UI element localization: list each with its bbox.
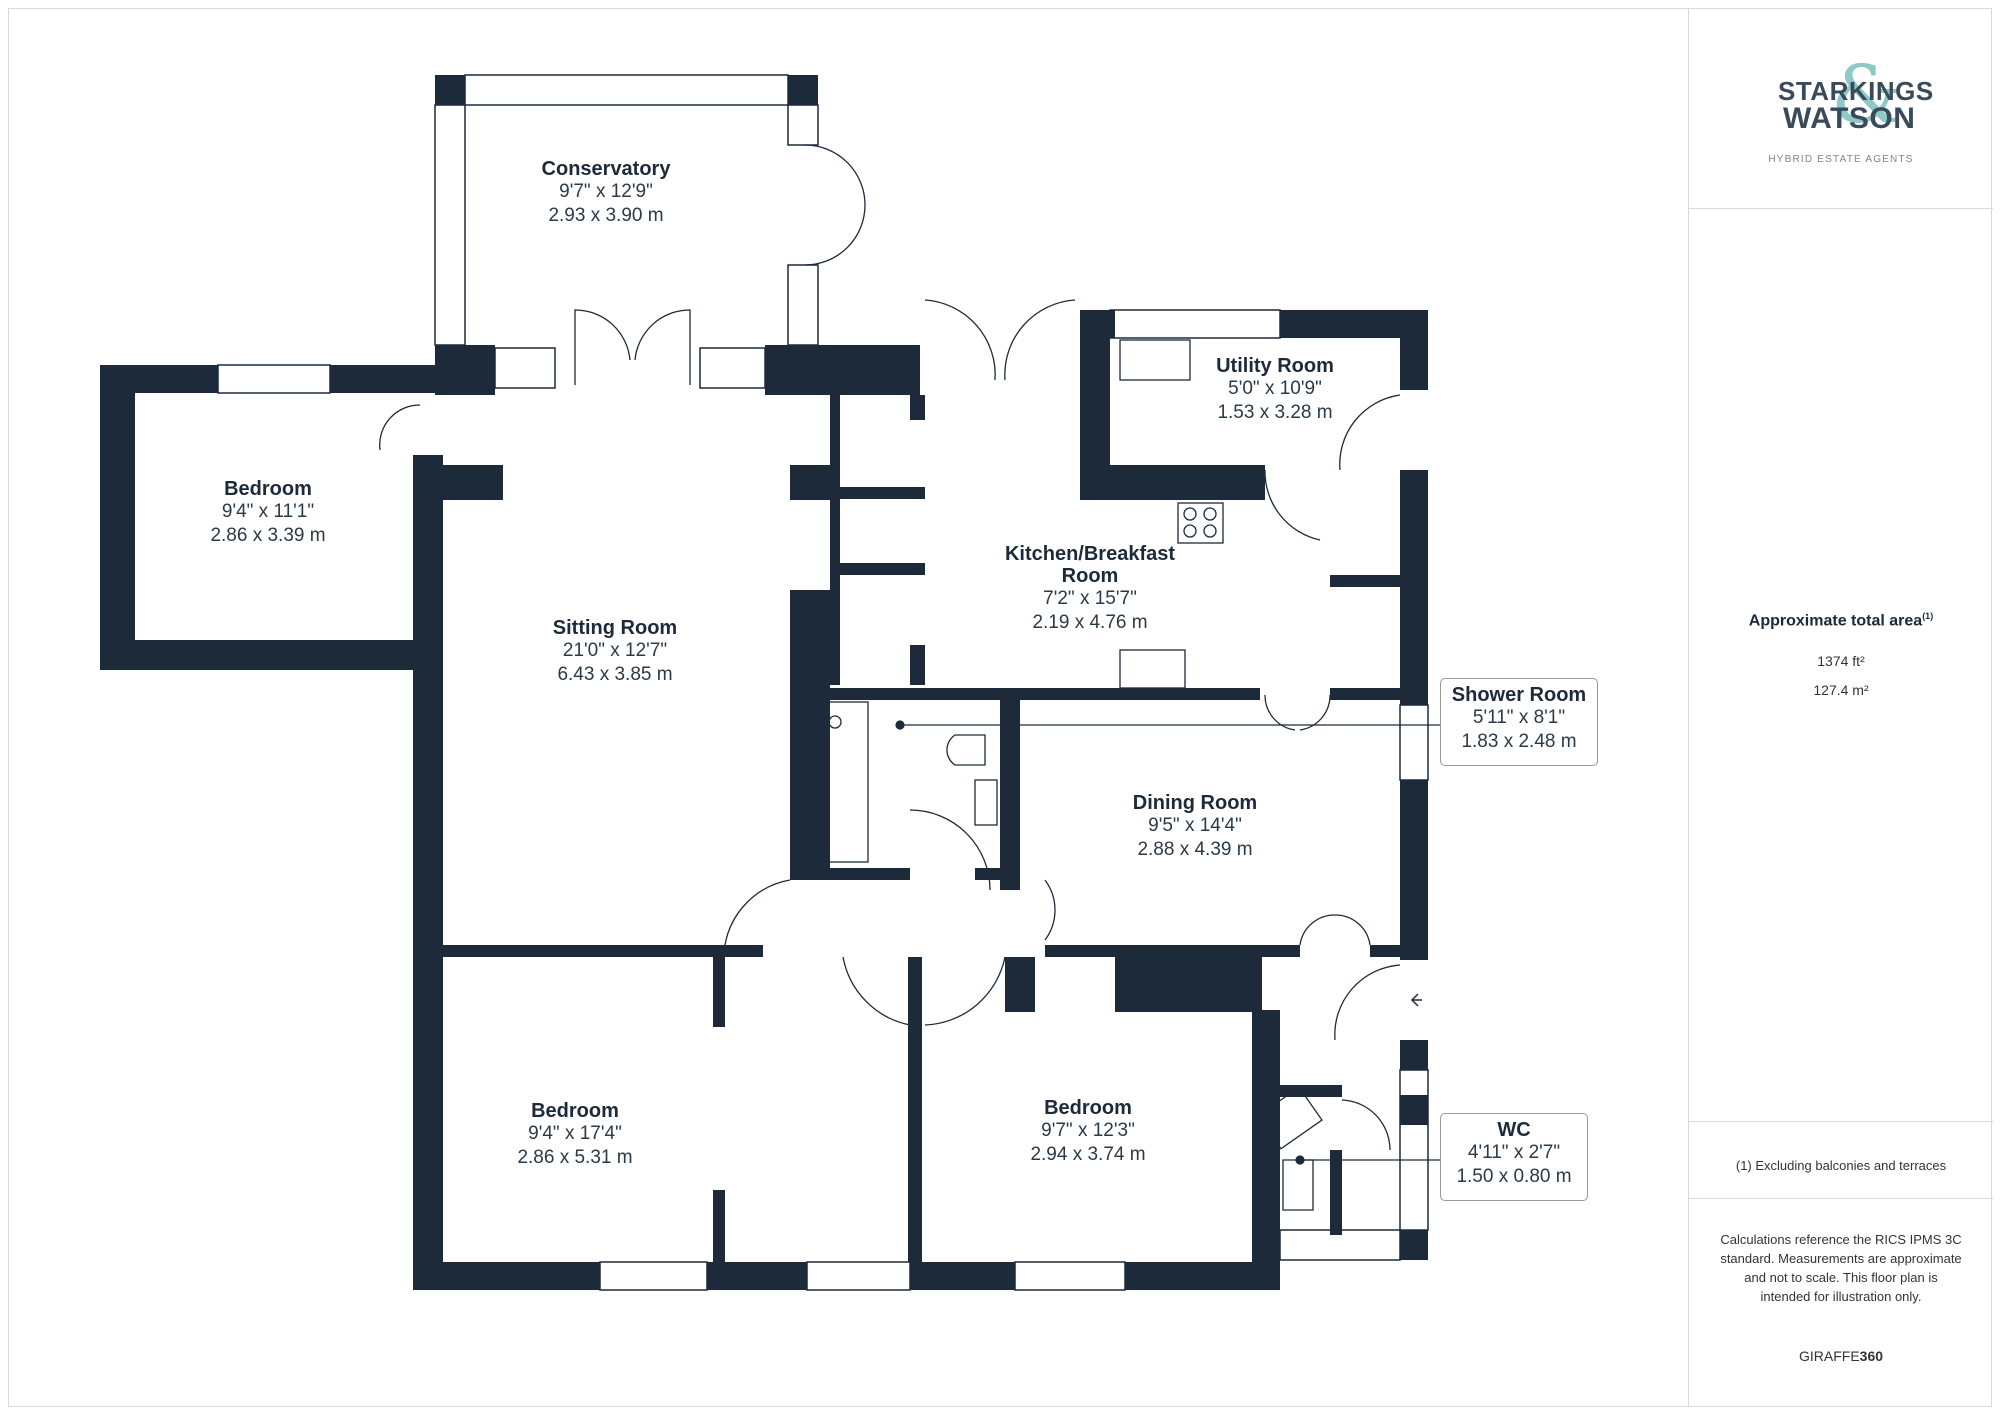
- area-title: Approximate total area(1): [1689, 611, 1993, 630]
- utility-sink-icon: [1119, 339, 1191, 381]
- hob-ring-icon: [1183, 507, 1197, 521]
- sidebar: & STARKINGS WATSON HYBRID ESTATE AGENTS …: [1688, 8, 1993, 1407]
- bathtub-icon: [802, 701, 869, 863]
- room-name: Bedroom: [531, 1100, 619, 1122]
- hob-ring-icon: [1203, 507, 1217, 521]
- wc-window: [1399, 1069, 1429, 1231]
- bedroom-window: [217, 364, 331, 394]
- room-dim-metric: 1.53 x 3.28 m: [1217, 402, 1333, 423]
- room-name: Bedroom: [1044, 1097, 1132, 1119]
- room-dim-imperial: 9'7" x 12'9": [559, 181, 653, 202]
- shower-window: [1399, 704, 1429, 781]
- logo-line-1: STARKINGS: [1778, 76, 1934, 106]
- room-dim-imperial: 21'0" x 12'7": [562, 640, 668, 661]
- room-dim-imperial: 9'5" x 14'4": [1148, 815, 1242, 836]
- doors: [379, 144, 1401, 1151]
- room-name: Kitchen/Breakfast Room: [1004, 543, 1176, 587]
- room-dim-metric: 1.50 x 0.80 m: [1456, 1166, 1572, 1187]
- room-name: Bedroom: [224, 478, 312, 500]
- windows: [217, 74, 1429, 1291]
- room-dim-metric: 2.93 x 3.90 m: [548, 205, 664, 226]
- room-label-kitchen: Kitchen/Breakfast Room 7'2" x 15'7" 2.19…: [990, 543, 1190, 635]
- footnote: (1) Excluding balconies and terraces: [1735, 1158, 1947, 1173]
- fixtures: [802, 339, 1422, 1211]
- room-name: Dining Room: [1132, 792, 1258, 814]
- area-title-sup: (1): [1922, 611, 1934, 621]
- software-brand: GIRAFFE360: [1689, 1348, 1993, 1364]
- room-dim-metric: 2.19 x 4.76 m: [1032, 612, 1148, 633]
- room-name: Sitting Room: [552, 617, 678, 639]
- room-dim-imperial: 7'2" x 15'7": [1043, 588, 1137, 609]
- basin-icon: [974, 779, 998, 826]
- divider-top: [1689, 1121, 1993, 1122]
- bedroom-window-bl-2: [806, 1261, 911, 1291]
- room-dim-metric: 2.94 x 3.74 m: [1030, 1144, 1146, 1165]
- room-dim-imperial: 5'0" x 10'9": [1228, 378, 1322, 399]
- room-dim-imperial: 9'4" x 17'4": [528, 1123, 622, 1144]
- entrance-arrow-icon: [1410, 993, 1422, 1007]
- room-name: Conservatory: [541, 158, 671, 180]
- room-label-sitting-room: Sitting Room 21'0" x 12'7" 6.43 x 3.85 m: [553, 617, 677, 687]
- wc-basin-icon: [1257, 1086, 1323, 1150]
- tagline: HYBRID ESTATE AGENTS: [1768, 154, 1914, 165]
- kitchen-sink-icon: [1119, 649, 1186, 689]
- logo-line-2: WATSON: [1783, 102, 1916, 135]
- conservatory-left-window: [434, 104, 466, 346]
- brand-prefix: GIRAFFE: [1798, 1348, 1860, 1364]
- callout-wc: WC 4'11" x 2'7" 1.50 x 0.80 m: [1440, 1113, 1588, 1201]
- wc-bottom-window: [1279, 1229, 1401, 1261]
- conservatory-door-panel-2: [494, 347, 556, 389]
- room-label-conservatory: Conservatory 9'7" x 12'9" 2.93 x 3.90 m: [542, 158, 671, 228]
- room-dim-metric: 2.88 x 4.39 m: [1137, 839, 1253, 860]
- room-label-bedroom-bottom-right: Bedroom 9'7" x 12'3" 2.94 x 3.74 m: [1030, 1097, 1145, 1167]
- room-dim-imperial: 9'4" x 11'1": [221, 501, 315, 522]
- conservatory-door-panel: [699, 347, 766, 389]
- utility-window: [1109, 309, 1281, 339]
- logo-ampersand: &: [1831, 48, 1903, 141]
- conservatory-right-window-2: [787, 264, 819, 346]
- room-label-bedroom-left: Bedroom 9'4" x 11'1" 2.86 x 3.39 m: [210, 478, 325, 548]
- brand-suffix: 360: [1859, 1348, 1884, 1364]
- room-name: Utility Room: [1216, 355, 1334, 377]
- page-frame: [8, 8, 1992, 1407]
- logo-panel: & STARKINGS WATSON HYBRID ESTATE AGENTS: [1689, 8, 1993, 209]
- hob-icon: [1177, 502, 1224, 544]
- room-dim-imperial: 4'11" x 2'7": [1467, 1142, 1561, 1163]
- room-dim-imperial: 9'7" x 12'3": [1041, 1120, 1135, 1141]
- company-logo: & STARKINGS WATSON: [1773, 48, 1933, 148]
- wc-toilet-icon: [1282, 1159, 1314, 1211]
- area-m: 127.4 m²: [1813, 682, 1869, 698]
- toilet-icon: [946, 734, 986, 766]
- room-label-dining-room: Dining Room 9'5" x 14'4" 2.88 x 4.39 m: [1133, 792, 1257, 862]
- room-label-bedroom-bottom-left: Bedroom 9'4" x 17'4" 2.86 x 5.31 m: [517, 1100, 632, 1170]
- area-title-text: Approximate total area: [1748, 612, 1923, 630]
- room-dim-metric: 1.83 x 2.48 m: [1461, 731, 1577, 752]
- room-name: Shower Room: [1451, 684, 1587, 706]
- room-name: WC: [1497, 1119, 1531, 1141]
- bedroom-window-bl: [599, 1261, 708, 1291]
- bath-drain-icon: [828, 715, 842, 729]
- hob-ring-icon: [1203, 524, 1217, 538]
- bedroom-window-br: [1014, 1261, 1126, 1291]
- hob-ring-icon: [1183, 524, 1197, 538]
- divider-bottom: [1689, 1198, 1993, 1199]
- room-dim-metric: 6.43 x 3.85 m: [557, 664, 673, 685]
- room-dim-imperial: 5'11" x 8'1": [1472, 707, 1566, 728]
- room-label-utility-room: Utility Room 5'0" x 10'9" 1.53 x 3.28 m: [1216, 355, 1334, 425]
- callout-lines: [895, 720, 1440, 1165]
- room-dim-metric: 2.86 x 5.31 m: [517, 1147, 633, 1168]
- conservatory-top-window: [464, 74, 789, 106]
- area-ft: 1374 ft²: [1817, 653, 1865, 669]
- conservatory-right-window: [787, 104, 819, 146]
- room-dim-metric: 2.86 x 3.39 m: [210, 525, 326, 546]
- walls: [100, 75, 1428, 1290]
- callout-shower-room: Shower Room 5'11" x 8'1" 1.83 x 2.48 m: [1440, 678, 1598, 766]
- disclaimer: Calculations reference the RICS IPMS 3C …: [1720, 1232, 1962, 1304]
